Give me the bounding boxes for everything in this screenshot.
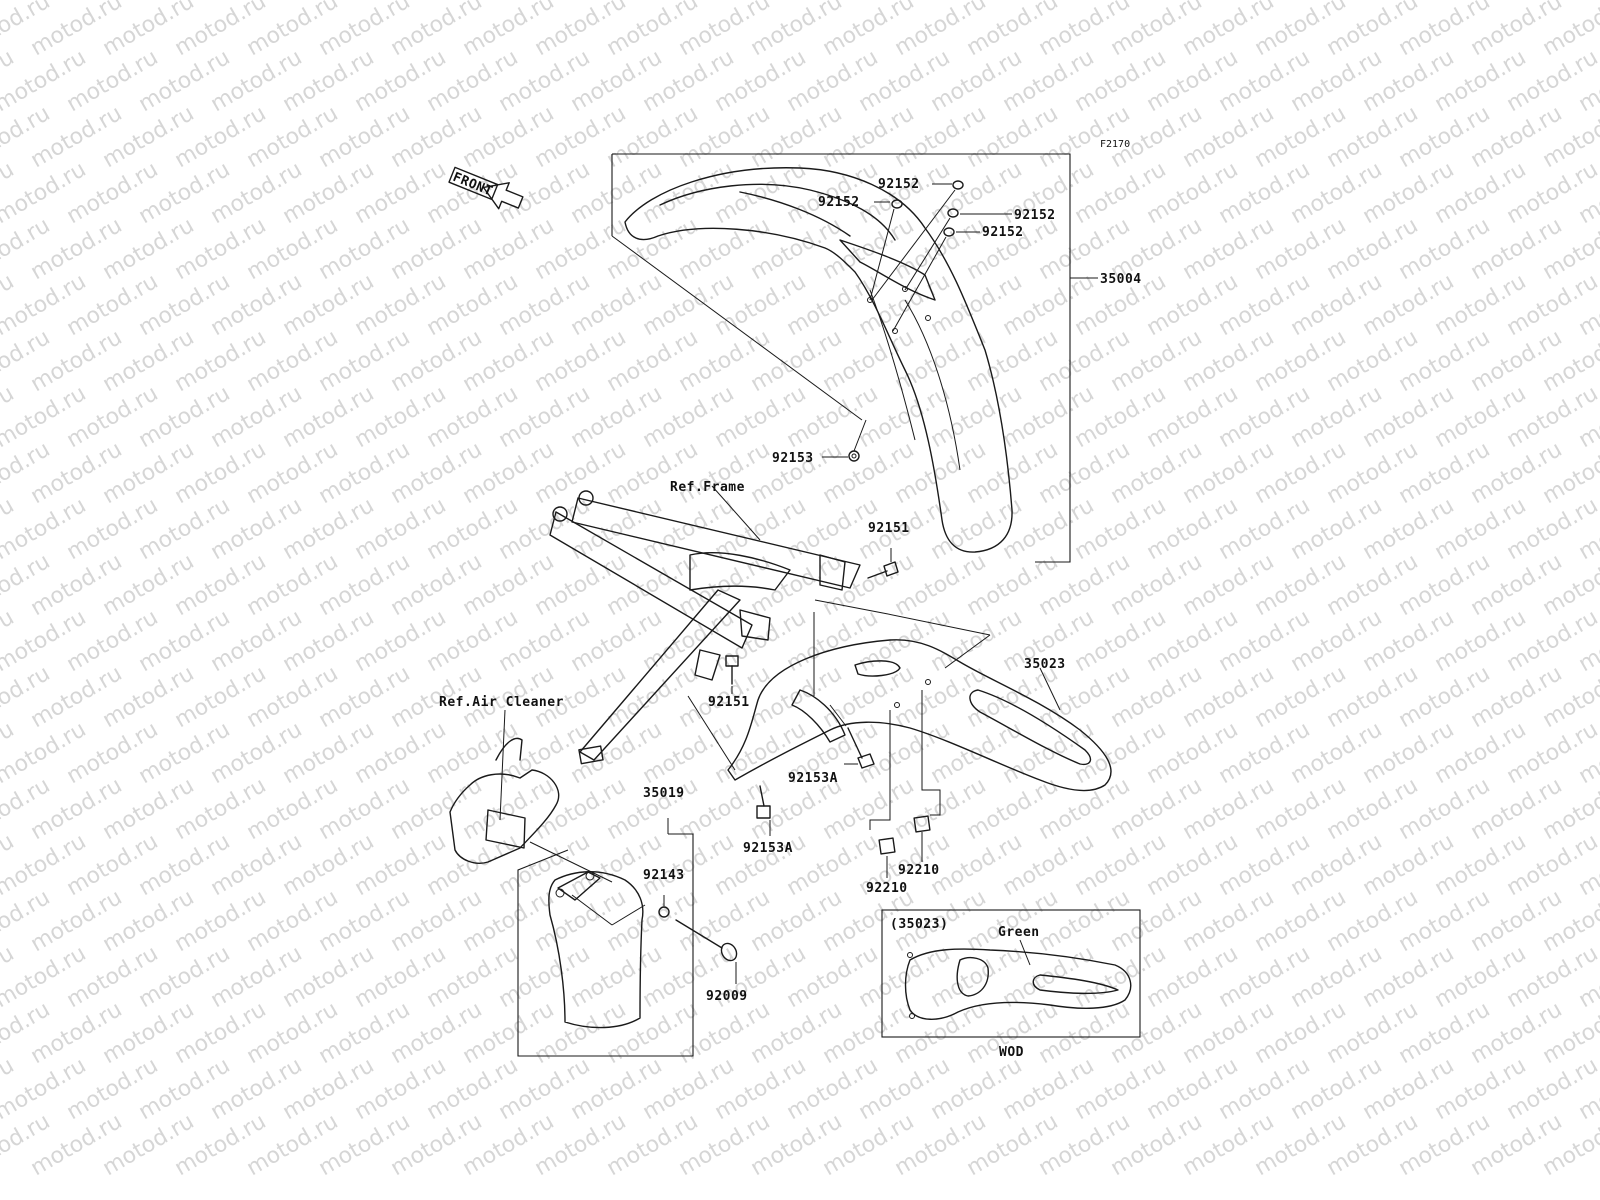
callout-ref-frame: Ref.Frame (670, 480, 745, 495)
bolt-92153a-upper (829, 704, 875, 769)
front-fender (611, 167, 1013, 553)
washer-92143 (658, 895, 670, 918)
callout-washer-4: 92152 (982, 225, 1024, 240)
inset-rear-fender (904, 939, 1132, 1020)
air-cleaner-ref (449, 709, 613, 883)
callout-washer-flap: 92143 (643, 868, 685, 883)
bolt-92151-lower (725, 655, 739, 694)
nuts-92210 (869, 690, 941, 878)
callout-ref-air-cleaner: Ref.Air Cleaner (439, 695, 564, 710)
inset-color-label: Green (998, 925, 1040, 940)
frame-rails (549, 485, 861, 765)
screw-92009 (675, 919, 738, 984)
inset-caption: WOD (999, 1045, 1024, 1060)
front-fender-group-box (612, 153, 1071, 563)
callout-screw-flap: 92009 (706, 989, 748, 1004)
callout-bolt-lower: 92151 (708, 695, 750, 710)
callout-bolt-a-1: 92153A (788, 771, 838, 786)
mud-flap (548, 871, 646, 1029)
callout-front-fender: 35004 (1100, 272, 1142, 287)
callout-flap: 35019 (643, 786, 685, 801)
callout-labels: 92152 92152 92152 92152 35004 92153 Ref.… (439, 177, 1142, 1060)
callout-nut-1: 92210 (898, 863, 940, 878)
callout-rear-fender: 35023 (1024, 657, 1066, 672)
washers-92152 (869, 180, 1012, 332)
callout-bolt-a-2: 92153A (743, 841, 793, 856)
callout-nut-2: 92210 (866, 881, 908, 896)
callout-bolt-front: 92153 (772, 451, 814, 466)
callout-washer-2: 92152 (818, 195, 860, 210)
bolt-92153a-lower (756, 785, 771, 836)
bolt-92153 (822, 419, 867, 462)
rear-fender (687, 599, 1112, 792)
callout-bolt-upper: 92151 (868, 521, 910, 536)
inset-part-ref: (35023) (890, 917, 948, 932)
callout-washer-3: 92152 (1014, 208, 1056, 223)
watermark-text: motod.ru (1575, 0, 1600, 5)
color-variant-inset (881, 909, 1141, 1038)
figure-code: F2170 (1100, 139, 1130, 150)
callout-washer-1: 92152 (878, 177, 920, 192)
flap-group-box (517, 833, 694, 1057)
bolt-92151-upper (867, 548, 899, 579)
